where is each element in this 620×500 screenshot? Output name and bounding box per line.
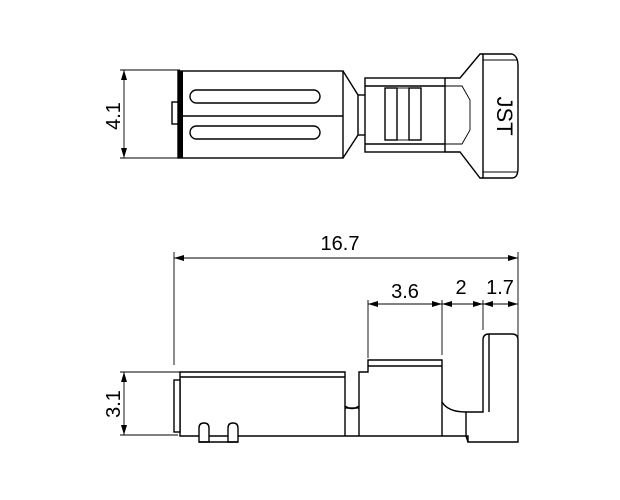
arrowhead-up — [121, 70, 127, 80]
top-view-height-label: 4.1 — [103, 102, 125, 130]
contact-barrel — [177, 70, 344, 159]
arrowhead-left — [174, 255, 184, 261]
barrel-tip — [171, 101, 179, 125]
segment-3-label: 1.7 — [486, 277, 514, 299]
contact-bump-1 — [198, 422, 210, 443]
segment-2-label: 2 — [455, 277, 466, 299]
neck-outline — [342, 70, 359, 159]
top-view: 4.1 JST — [103, 53, 519, 179]
crimp-serration-1 — [384, 87, 398, 141]
side-view-height-label: 3.1 — [103, 390, 125, 418]
flare-top — [445, 53, 483, 79]
wire-crimp — [364, 77, 446, 153]
insulation-tab — [482, 53, 519, 179]
stamp-logo: JST — [492, 96, 517, 135]
barrel-slot-upper — [189, 89, 321, 104]
flare-inner — [445, 85, 471, 145]
side-view: 16.7 3.6 2 1.7 3.1 — [103, 233, 519, 443]
seg2-arrow-right — [473, 301, 483, 307]
barrel-slot-lower — [189, 125, 321, 140]
total-length-label: 16.7 — [321, 233, 360, 255]
flare-bottom — [445, 151, 483, 179]
barrel-front-edge — [178, 71, 183, 158]
seg3-arrow-left — [483, 301, 493, 307]
contact-bump-2 — [227, 422, 239, 443]
arrowhead-down — [121, 148, 127, 158]
side-arrowhead-up — [121, 372, 127, 382]
side-arrowhead-down — [121, 425, 127, 435]
tab-base-line — [465, 412, 469, 443]
seg1-arrow-left — [368, 301, 378, 307]
seg1-arrow-right — [432, 301, 442, 307]
segment-1-label: 3.6 — [391, 281, 419, 303]
arrowhead-right — [508, 255, 518, 261]
barrel-tip-side — [173, 379, 181, 433]
crimp-serration-2 — [408, 87, 422, 141]
seg3-arrow-right — [508, 301, 518, 307]
seg2-arrow-left — [442, 301, 452, 307]
